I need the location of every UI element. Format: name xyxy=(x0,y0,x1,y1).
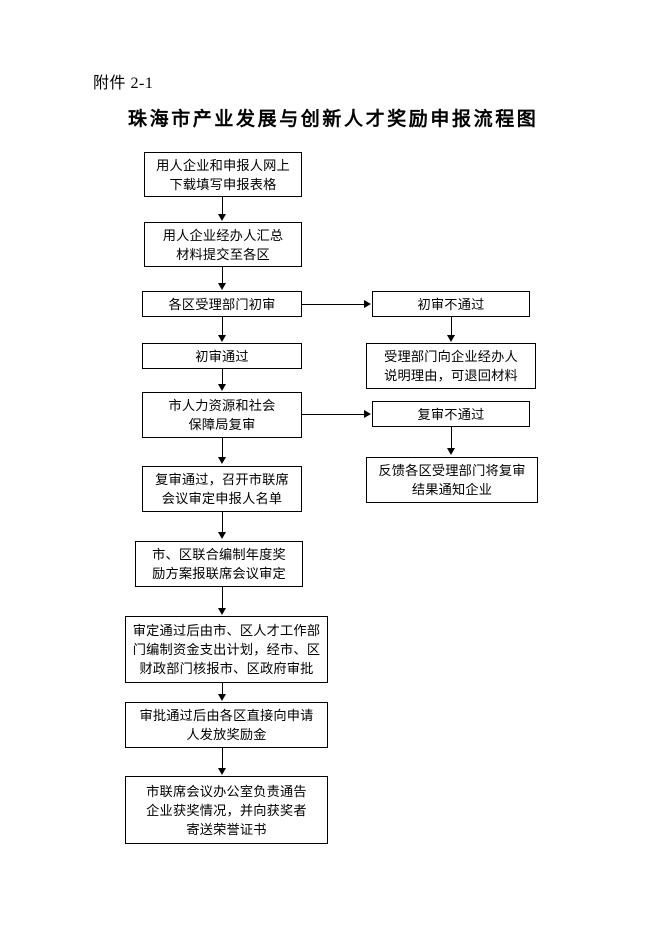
edge-n5-n6-arrow xyxy=(218,457,226,464)
flow-node-n8: 审定通过后由市、区人才工作部 门编制资金支出计划，经市、区 财政部门核报市、区政… xyxy=(125,616,328,683)
edge-b3-b4-line xyxy=(451,427,452,449)
edge-n6-n7-arrow xyxy=(218,532,226,539)
flow-node-n4: 初审通过 xyxy=(142,343,302,369)
flow-node-n1: 用人企业和申报人网上 下载填写申报表格 xyxy=(144,152,302,197)
flow-node-n5: 市人力资源和社会 保障局复审 xyxy=(142,392,302,438)
edge-n6-n7-line xyxy=(222,512,223,533)
edge-n2-n3-line xyxy=(222,267,223,284)
page-title: 珠海市产业发展与创新人才奖励申报流程图 xyxy=(128,109,539,130)
edge-n1-n2-line xyxy=(222,197,223,215)
edge-b3-b4-arrow xyxy=(447,448,455,455)
flow-node-n10: 市联席会议办公室负责通告 企业获奖情况，并向获奖者 寄送荣誉证书 xyxy=(125,776,328,844)
edge-n2-n3-arrow xyxy=(218,283,226,290)
edge-n8-n9-line xyxy=(222,683,223,695)
edge-n3-b1-line xyxy=(302,304,365,305)
flow-node-b4: 反馈各区受理部门将复审 结果通知企业 xyxy=(366,457,538,503)
edge-n7-n8-arrow xyxy=(218,608,226,615)
flow-node-n6: 复审通过，召开市联席 会议审定申报人名单 xyxy=(142,466,302,512)
flow-node-n7: 市、区联合编制年度奖 励方案报联席会议审定 xyxy=(135,541,303,587)
edge-n1-n2-arrow xyxy=(218,214,226,221)
edge-n4-n5-line xyxy=(222,369,223,385)
flow-node-n9: 审批通过后由各区直接向申请 人发放奖励金 xyxy=(125,702,328,748)
edge-n3-n4-arrow xyxy=(218,335,226,342)
edge-n5-n6-line xyxy=(222,438,223,458)
edge-n3-b1-arrow xyxy=(364,300,371,308)
flow-node-b1: 初审不通过 xyxy=(372,291,530,317)
flow-node-n2: 用人企业经办人汇总 材料提交至各区 xyxy=(144,222,302,267)
flow-node-n3: 各区受理部门初审 xyxy=(142,291,302,317)
edge-b1-b2-arrow xyxy=(447,335,455,342)
edge-n3-n4-line xyxy=(222,317,223,336)
edge-n8-n9-arrow xyxy=(218,694,226,701)
edge-n7-n8-line xyxy=(222,587,223,609)
flow-node-b2: 受理部门向企业经办人 说明理由，可退回材料 xyxy=(366,343,536,389)
edge-b1-b2-line xyxy=(451,317,452,336)
edge-n5-b3-arrow xyxy=(364,410,371,418)
edge-n4-n5-arrow xyxy=(218,384,226,391)
flow-node-b3: 复审不通过 xyxy=(372,401,530,427)
edge-n5-b3-line xyxy=(302,414,365,415)
attachment-label: 附件 2-1 xyxy=(93,75,154,92)
edge-n9-n10-line xyxy=(222,748,223,769)
edge-n9-n10-arrow xyxy=(218,768,226,775)
